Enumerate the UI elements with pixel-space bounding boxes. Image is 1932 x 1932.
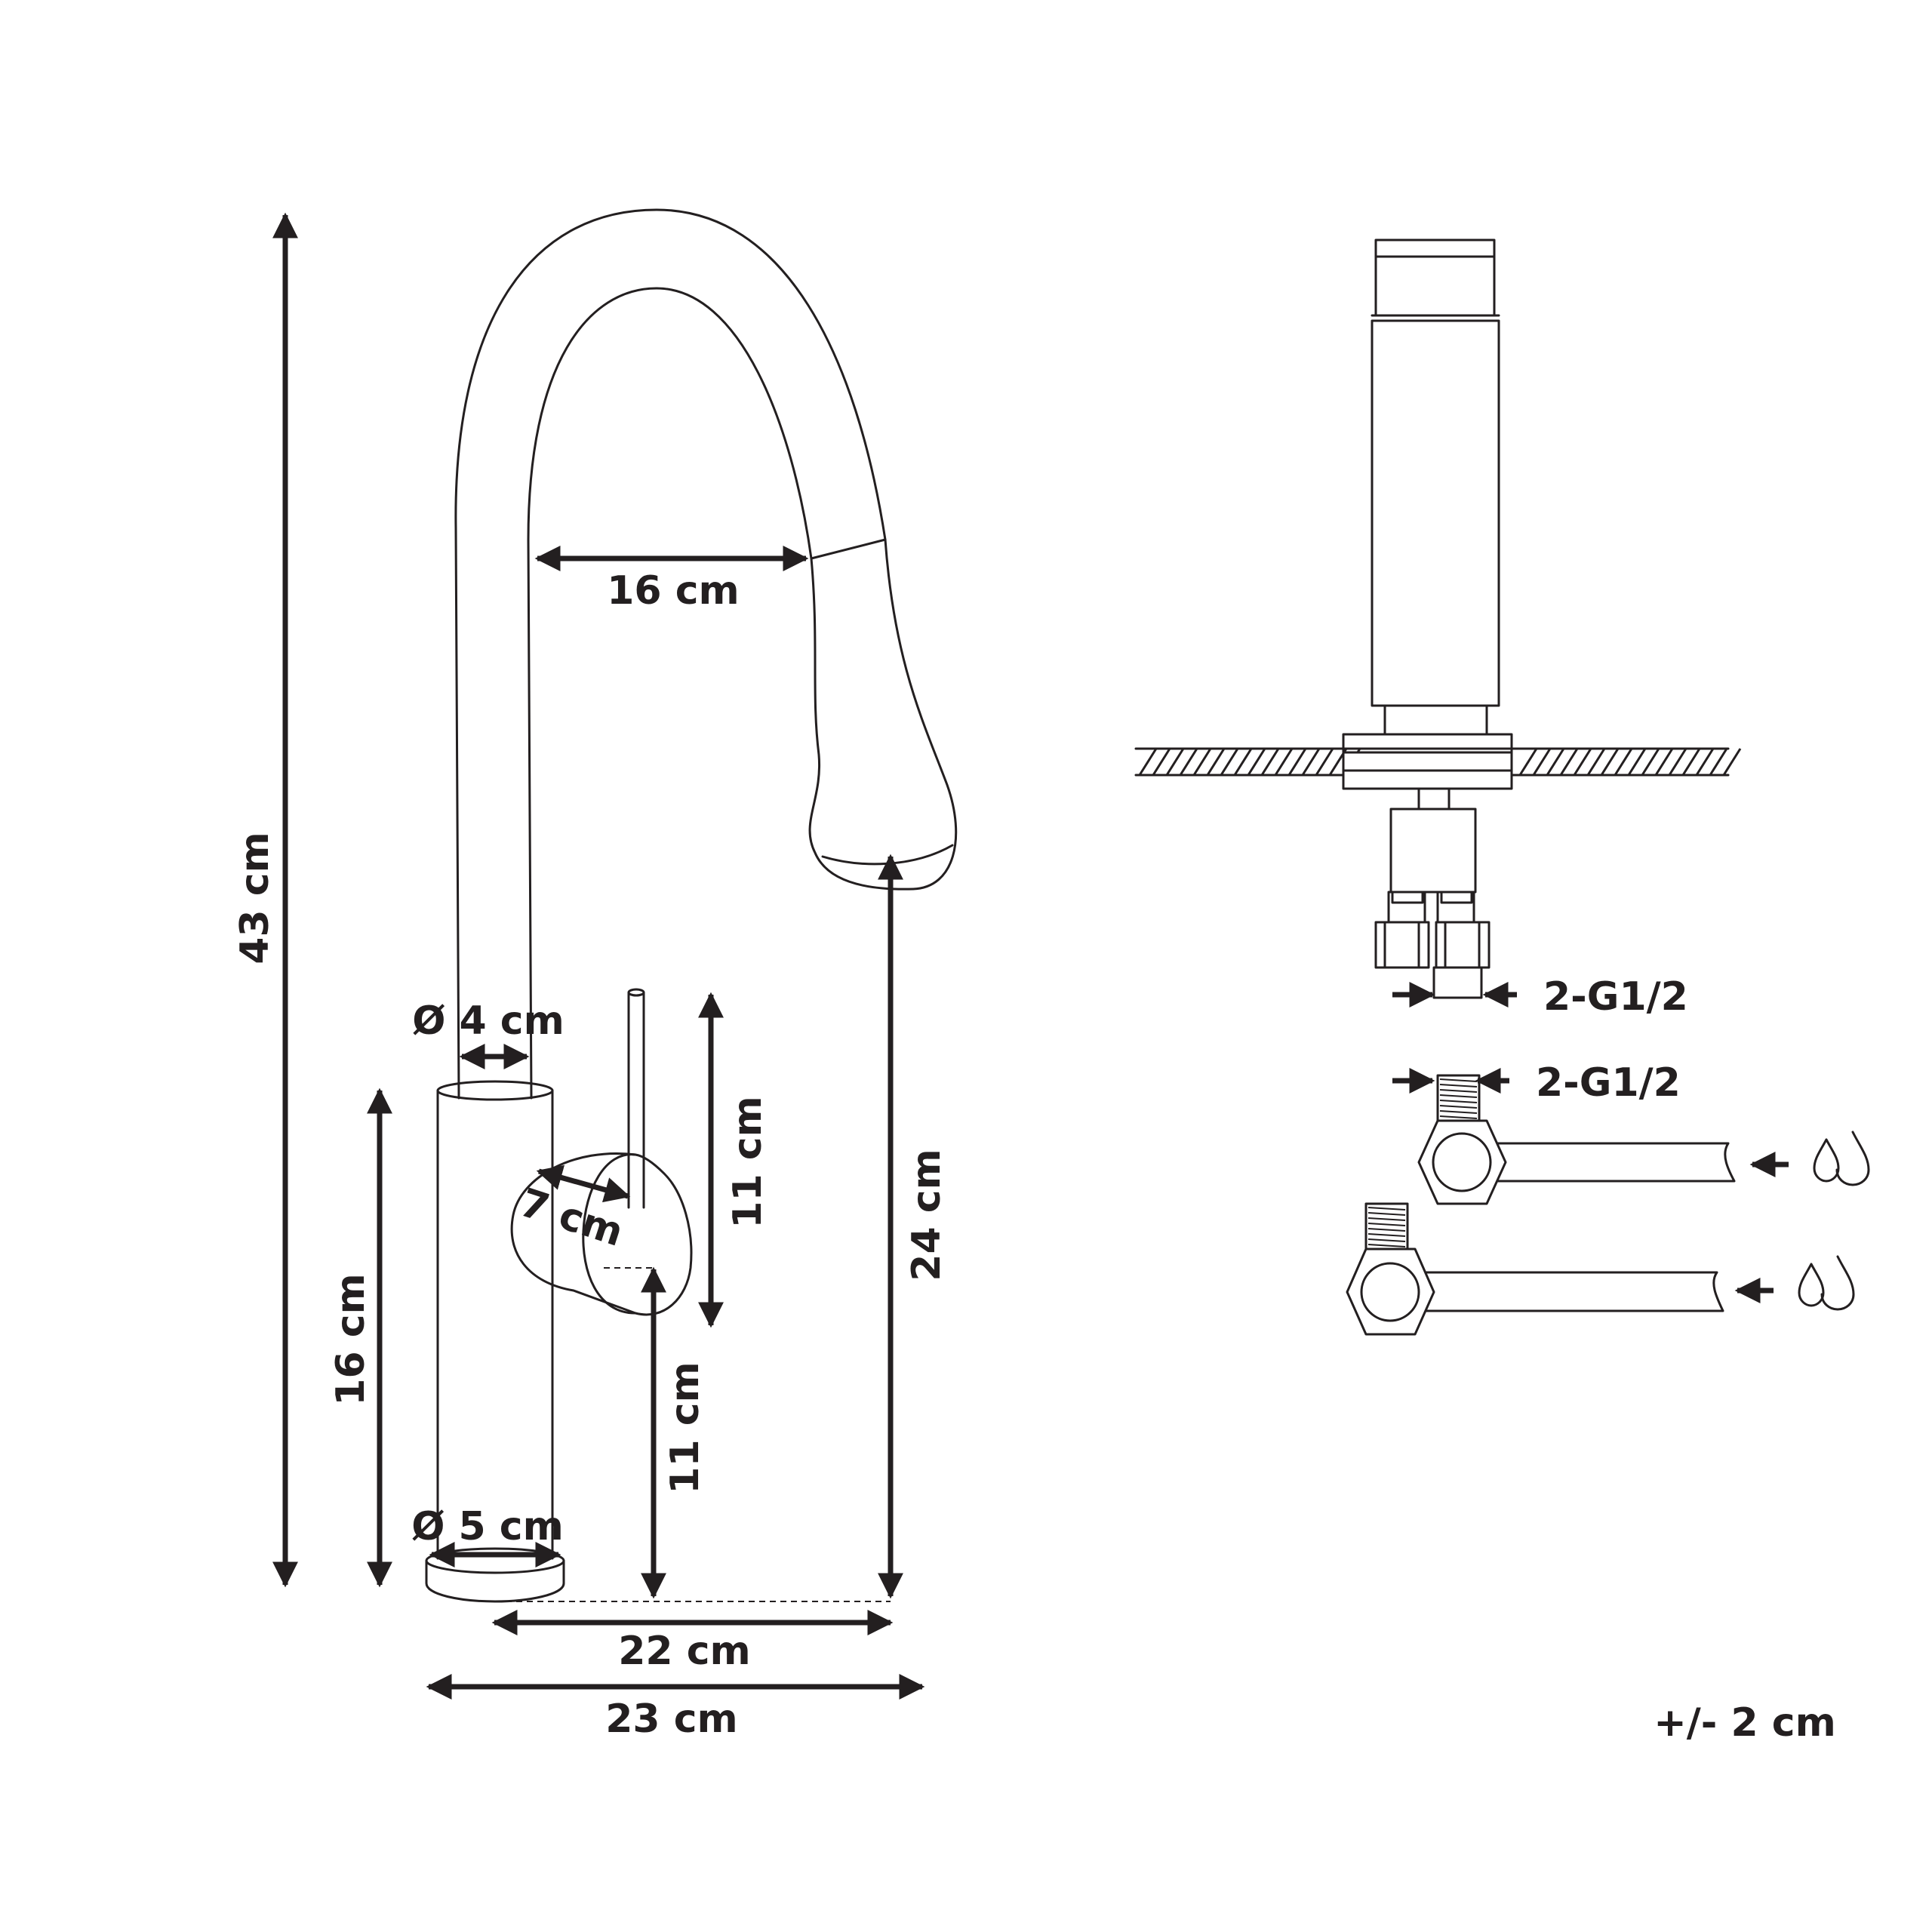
countertop-hatch-line [1654, 748, 1674, 776]
spout-outer [454, 208, 887, 1100]
thread-mark [1367, 1223, 1406, 1226]
countertop-hatch-line [1260, 748, 1280, 776]
label-connector-top: 2-G1/2 [1543, 974, 1688, 1020]
countertop-hatch-line [1586, 748, 1606, 776]
countertop-hatch-line [1600, 748, 1620, 776]
thread-mark [1439, 1084, 1478, 1088]
countertop-hatch-line [1274, 748, 1294, 776]
countertop-hatch-line [1681, 748, 1701, 776]
mounting-shank [1389, 808, 1477, 894]
countertop-hatch-line [1722, 748, 1742, 776]
countertop-hatch-line [1614, 748, 1633, 776]
thread-mark [1439, 1110, 1478, 1114]
spray-head-collar [810, 538, 887, 560]
faucet-body-front [1371, 319, 1500, 707]
handle-body [510, 1152, 637, 1315]
dimension-labels: 43 cm 16 cm 24 cm 16 cm Ø 4 cm Ø 5 cm 11… [232, 568, 949, 1742]
label-lever-height: 11 cm [725, 1096, 771, 1228]
countertop-hatch-line [1695, 748, 1715, 776]
countertop-hatch-line [1559, 748, 1579, 776]
thread-mark [1367, 1233, 1406, 1237]
countertop-hatch-line [1315, 748, 1334, 776]
label-connector-bottom: 2-G1/2 [1536, 1060, 1681, 1106]
lever-top [627, 988, 645, 997]
label-neck-diameter: Ø 4 cm [412, 998, 565, 1044]
countertop-hatch-line [1532, 748, 1552, 776]
countertop-hatch-line [1641, 748, 1660, 776]
handle-lever [627, 991, 645, 1209]
countertop-hatch-line [1179, 748, 1198, 776]
spray-outlet [821, 844, 954, 866]
countertop-hatch-line [1573, 748, 1592, 776]
countertop-hatch-line [1192, 748, 1212, 776]
thread-mark [1439, 1105, 1478, 1109]
base-flange [1383, 704, 1488, 736]
supply-nut-left [1374, 921, 1430, 969]
thread-mark [1367, 1238, 1406, 1242]
countertop-hatch-line [1627, 748, 1647, 776]
countertop-hatch-line [1206, 748, 1226, 776]
supply-hose-2 [1346, 1202, 1724, 1336]
installation-view: 2-G1/2 2-G1/2 [1134, 238, 1870, 1746]
handle-cap [582, 1153, 693, 1316]
thread-mark [1439, 1078, 1478, 1082]
label-handle-axis: 11 cm [663, 1361, 708, 1494]
countertop-hatch-line [1518, 748, 1538, 776]
base-plate [425, 1559, 565, 1603]
thread-mark [1439, 1100, 1478, 1103]
countertop-hatch-line [1220, 748, 1239, 776]
spray-head [808, 538, 958, 891]
label-outlet-height: 24 cm [904, 1149, 949, 1281]
countertop-hatch-line [1247, 748, 1266, 776]
thread-mark [1367, 1207, 1406, 1211]
water-drops-icon [1798, 1255, 1855, 1311]
label-total-depth: 23 cm [605, 1697, 737, 1742]
countertop-hatch-line [1668, 748, 1687, 776]
faucet-top-cap [1374, 238, 1496, 317]
label-base-diameter: Ø 5 cm [411, 1504, 564, 1549]
thread-mark [1367, 1217, 1406, 1221]
tolerance-note: +/- 2 cm [1654, 1700, 1836, 1746]
thread-mark [1367, 1228, 1406, 1232]
countertop-hatch-line [1138, 748, 1158, 776]
label-spout-reach: 16 cm [607, 568, 739, 614]
label-total-height: 43 cm [232, 832, 278, 964]
countertop-hatch-line [1287, 748, 1307, 776]
thread-mark [1439, 1115, 1478, 1119]
countertop-hatch-line [1546, 748, 1565, 776]
countertop-hatch-line [1301, 748, 1321, 776]
supply-hose-1 [1417, 1074, 1736, 1205]
body-top [436, 1080, 554, 1101]
water-drops-icon [1813, 1131, 1870, 1186]
countertop-hatch-line [1233, 748, 1253, 776]
countertop [1134, 747, 1742, 777]
spout-inner [527, 287, 813, 1100]
label-body-height: 16 cm [328, 1273, 374, 1405]
countertop-hatch-line [1709, 748, 1728, 776]
label-outlet-offset: 22 cm [618, 1629, 750, 1674]
thread-mark [1367, 1244, 1406, 1247]
dimension-lines [272, 212, 925, 1700]
thread-mark [1439, 1094, 1478, 1098]
countertop-hatch-line [1152, 748, 1171, 776]
body-cylinder [436, 1089, 554, 1560]
countertop-hatch-line [1165, 748, 1185, 776]
supply-nut-right [1435, 921, 1491, 969]
dim-handle-length [536, 1164, 631, 1203]
thread-mark [1367, 1212, 1406, 1216]
thread-mark [1439, 1089, 1478, 1093]
